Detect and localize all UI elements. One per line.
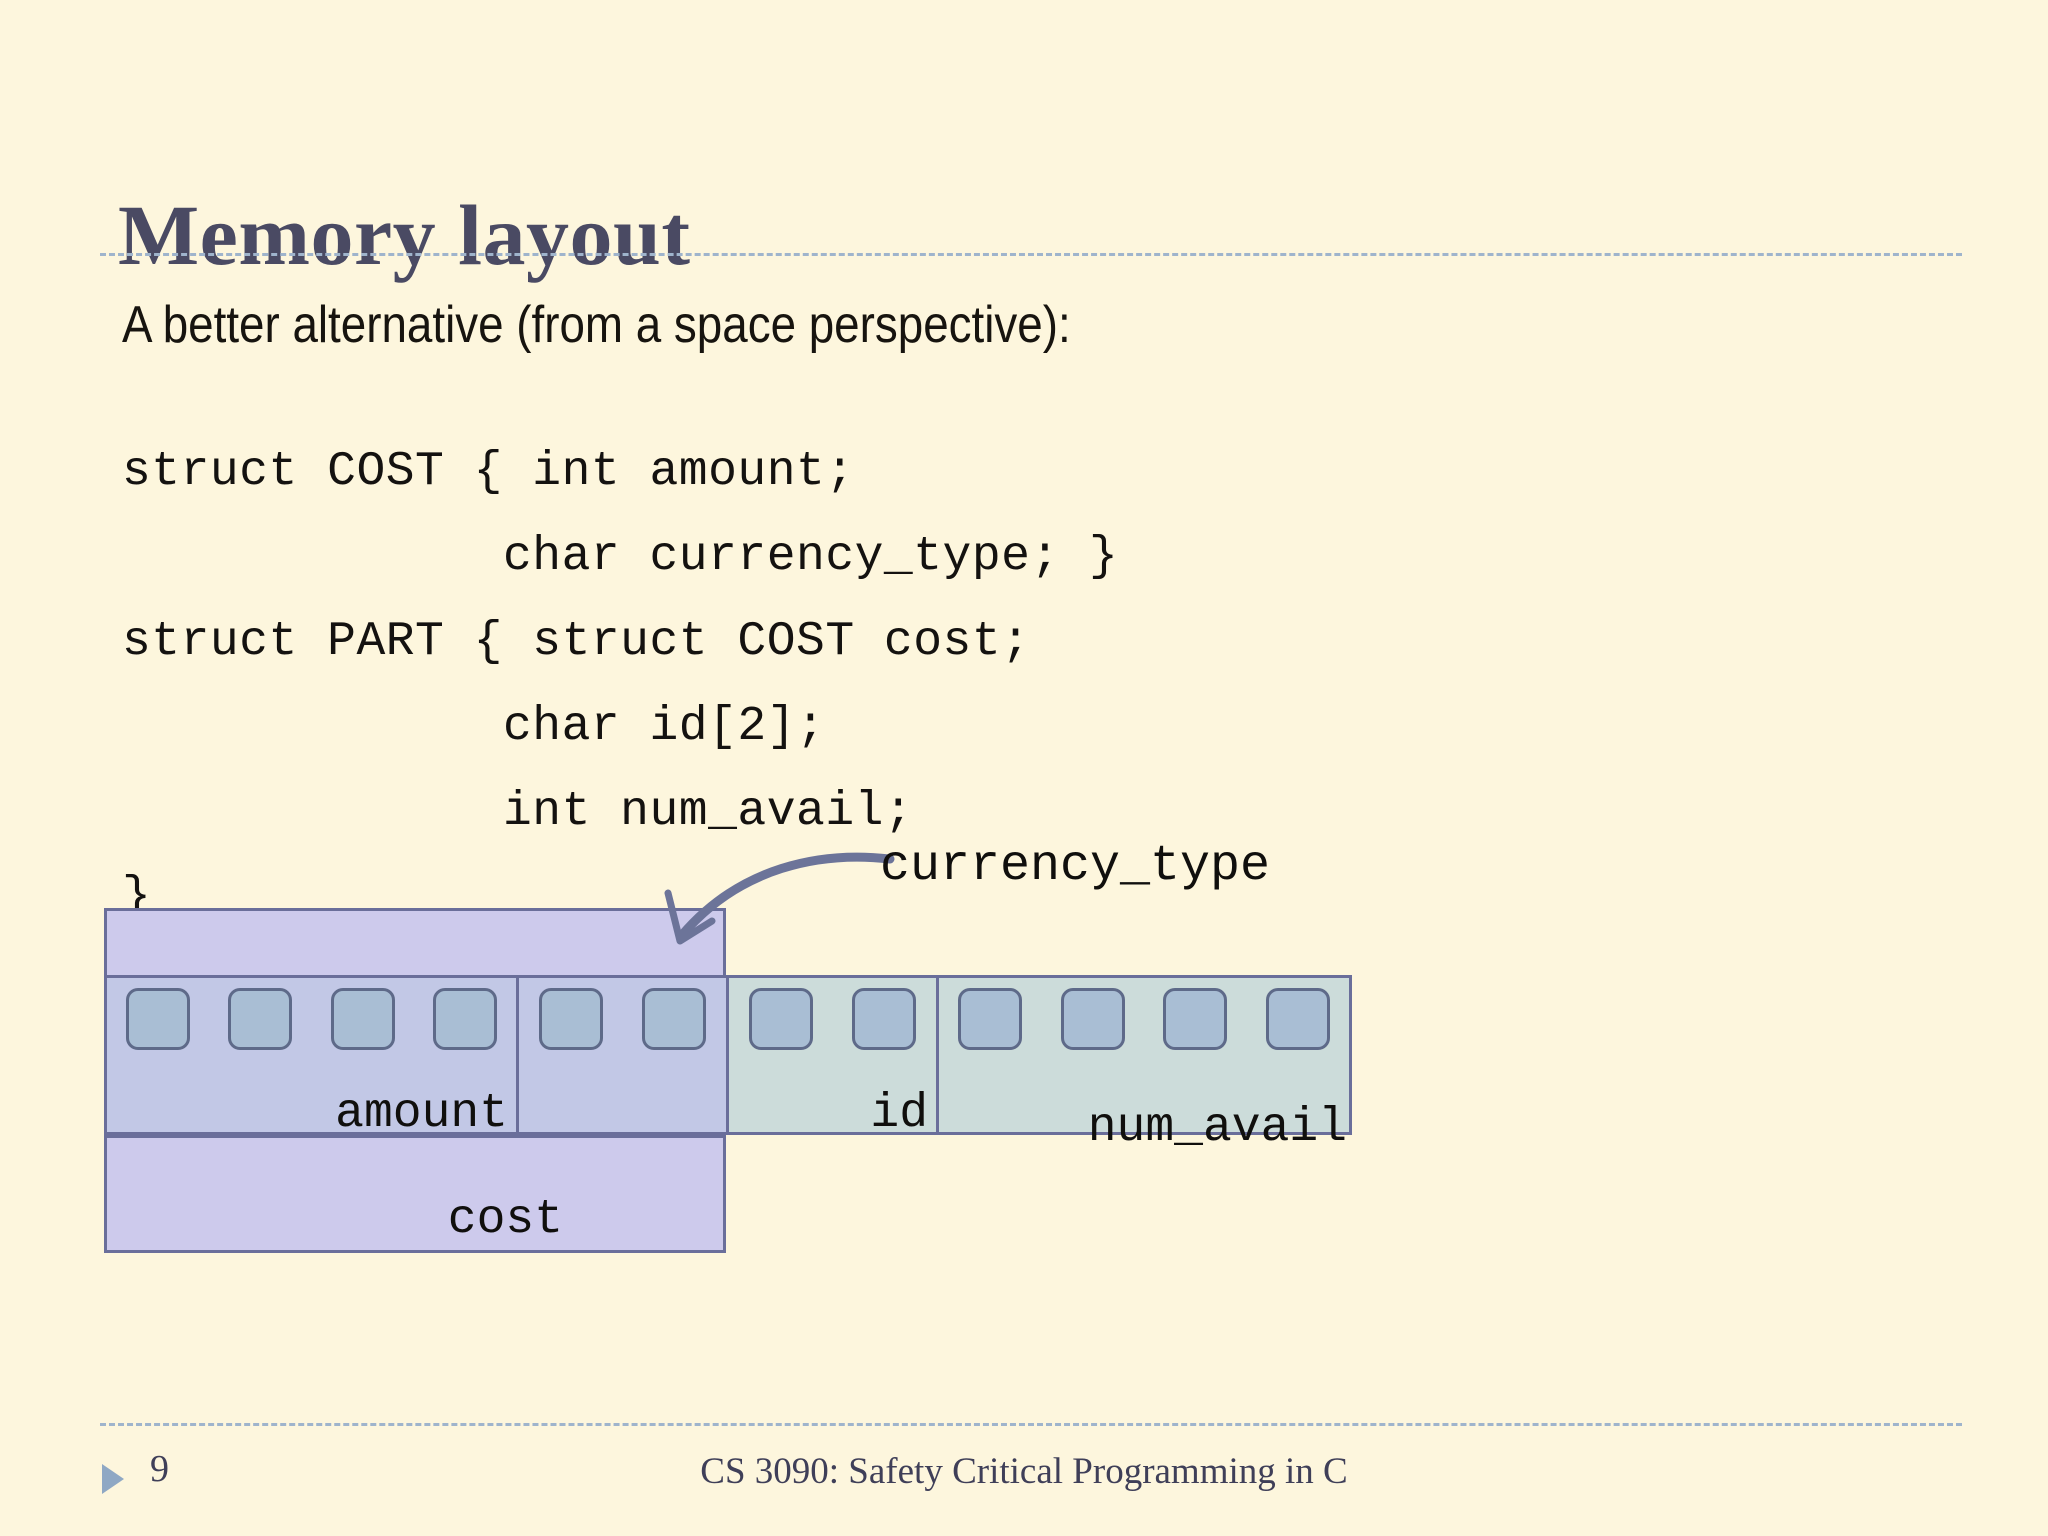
byte-cells-amount — [107, 988, 516, 1050]
byte-cell — [852, 988, 917, 1050]
byte-row: amount id — [104, 975, 1352, 1152]
code-snippet: struct COST { int amount; char currency_… — [122, 445, 1119, 924]
page-title: Memory layout — [118, 186, 691, 283]
currency-type-callout-label: currency_type — [880, 838, 1271, 895]
byte-cell — [1060, 988, 1125, 1050]
segment-label-amount: amount — [335, 1087, 508, 1141]
curved-arrow-icon — [664, 852, 895, 945]
page-number: 9 — [150, 1448, 169, 1490]
byte-cell — [228, 988, 293, 1050]
cost-label: cost — [447, 1193, 563, 1247]
segment-amount: amount — [104, 975, 519, 1141]
segment-id: id — [726, 975, 939, 1141]
byte-cell — [748, 988, 813, 1050]
segment-label-num-avail: num_avail — [1087, 1101, 1347, 1155]
byte-cell — [538, 988, 603, 1050]
segment-currency-type — [516, 975, 729, 1135]
memory-layout-diagram: amount id — [104, 908, 1394, 1268]
cost-top-band — [104, 908, 726, 975]
byte-cell — [126, 988, 191, 1050]
byte-cell — [958, 988, 1023, 1050]
byte-cell — [1265, 988, 1330, 1050]
byte-cells-numavail — [939, 988, 1349, 1050]
byte-cell — [432, 988, 497, 1050]
segment-num-avail: num_avail — [936, 975, 1352, 1152]
title-divider — [100, 253, 1962, 256]
byte-cells-currency — [519, 988, 726, 1050]
byte-cell — [330, 988, 395, 1050]
footer-course-line: CS 3090: Safety Critical Programming in … — [700, 1451, 1348, 1492]
triangle-right-icon — [102, 1464, 124, 1494]
lead-paragraph: A better alternative (from a space persp… — [122, 296, 1071, 354]
byte-cell — [1163, 988, 1228, 1050]
byte-cell — [642, 988, 707, 1050]
cost-band: cost — [104, 1135, 726, 1253]
segment-label-id: id — [870, 1087, 928, 1141]
footer-divider — [100, 1423, 1962, 1426]
byte-cells-id — [729, 988, 936, 1050]
